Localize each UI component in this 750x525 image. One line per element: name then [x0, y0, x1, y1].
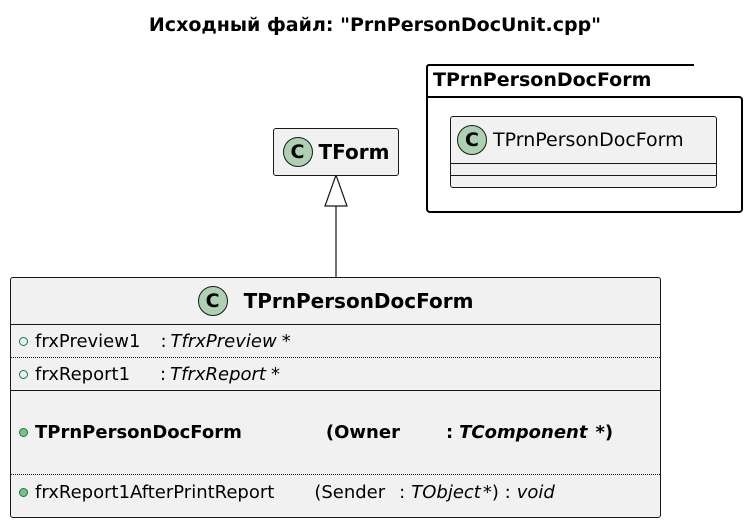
public-method-icon: [19, 428, 28, 437]
field-pointer: *: [281, 330, 291, 352]
field-name: frxPreview1: [35, 330, 141, 352]
tform-class-box[interactable]: C TForm: [273, 128, 399, 176]
package-tab: TPrnPersonDocForm: [426, 64, 694, 96]
method-close: *) :: [482, 481, 511, 503]
inheritance-arrowhead: [324, 173, 348, 207]
field-row[interactable]: frxReport1 : TfrxReport *: [11, 357, 660, 390]
constructor-row[interactable]: TPrnPersonDocForm (Owner : TComponent *): [11, 391, 660, 474]
package-class-header: C TPrnPersonDocForm: [451, 117, 716, 163]
constructor-param: (Owner: [325, 422, 400, 443]
diagram-title: Исходный файл: "PrnPersonDocUnit.cpp": [148, 14, 602, 36]
field-colon: :: [160, 330, 167, 352]
tform-class-name: TForm: [318, 140, 390, 164]
method-param: (Sender: [314, 481, 386, 503]
tform-class-header: C TForm: [274, 129, 398, 175]
methods-compartment: TPrnPersonDocForm (Owner : TComponent *)…: [11, 390, 660, 509]
class-icon: C: [282, 137, 313, 167]
field-row[interactable]: frxPreview1 : TfrxPreview *: [11, 325, 660, 357]
public-method-icon: [19, 487, 28, 497]
method-name: frxReport1AfterPrintReport: [35, 481, 275, 503]
constructor-close: *): [595, 422, 614, 443]
field-type: TfrxReport: [170, 363, 266, 385]
package-class-name: TPrnPersonDocForm: [493, 129, 684, 151]
main-class-box[interactable]: C TPrnPersonDocForm frxPreview1 : TfrxPr…: [10, 277, 661, 518]
package-class-box[interactable]: C TPrnPersonDocForm: [450, 116, 717, 188]
field-colon: :: [160, 363, 167, 385]
constructor-colon: :: [445, 422, 454, 443]
constructor-name: TPrnPersonDocForm: [35, 422, 242, 443]
class-icon: C: [197, 286, 228, 316]
attributes-compartment: [451, 163, 716, 175]
method-param-type: TObject: [411, 481, 481, 503]
main-class-name: TPrnPersonDocForm: [243, 289, 474, 313]
field-type: TfrxPreview: [170, 330, 277, 352]
method-return-type: void: [516, 481, 555, 503]
class-icon: C: [457, 125, 487, 155]
attributes-compartment: frxPreview1 : TfrxPreview * frxReport1 :…: [11, 324, 660, 390]
field-pointer: *: [270, 363, 280, 385]
constructor-param-type: TComponent: [459, 422, 588, 443]
public-field-icon: [19, 369, 28, 379]
methods-compartment: [451, 175, 716, 186]
method-colon: :: [399, 481, 406, 503]
method-row[interactable]: frxReport1AfterPrintReport (Sender : TOb…: [11, 474, 660, 509]
public-field-icon: [19, 336, 28, 346]
main-class-header: C TPrnPersonDocForm: [11, 278, 660, 324]
field-name: frxReport1: [35, 363, 131, 385]
